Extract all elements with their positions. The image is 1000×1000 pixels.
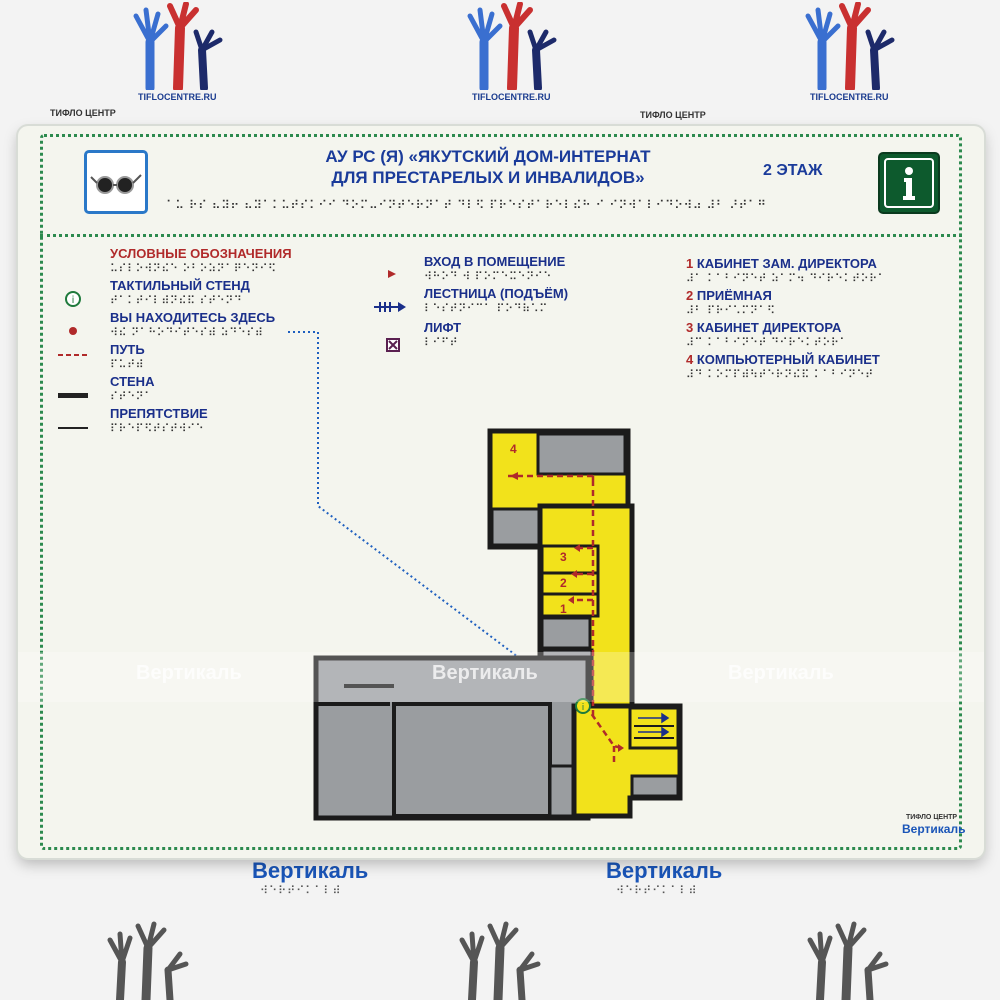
legend-label: ВЫ НАХОДИТЕСЬ ЗДЕСЬ [110, 310, 276, 325]
brand-word: Вертикаль [606, 858, 723, 883]
room-block [536, 432, 627, 476]
info-icon [878, 152, 940, 214]
legend-braille: ⠎⠞⠑⠝⠁ [110, 390, 153, 403]
dashed-path-icon [58, 354, 88, 356]
title-braille: ⠁⠥ ⠗⠎ ⠦⠽⠖ ⠦⠽⠁⠅⠥⠞⠎⠅⠊⠊ ⠙⠕⠍⠤⠊⠝⠞⠑⠗⠝⠁⠞ ⠙⠇⠫ ⠏⠗… [166, 198, 767, 212]
room-name: КАБИНЕТ ЗАМ. ДИРЕКТОРА [696, 256, 877, 271]
room-braille: ⠼⠙ ⠅⠕⠍⠏⠾⠳⠞⠑⠗⠝⠮⠯ ⠅⠁⠃⠊⠝⠑⠞ [686, 368, 874, 381]
legend-braille: ⠏⠗⠑⠏⠫⠞⠎⠞⠺⠊⠑ [110, 422, 205, 435]
entrance-arrow-icon [388, 270, 396, 278]
hands-logo [133, 2, 223, 90]
obstacle-line-icon [58, 427, 88, 429]
room-name: КАБИНЕТ ДИРЕКТОРА [696, 320, 842, 335]
legend-label: ПРЕПЯТСТВИЕ [110, 406, 208, 421]
footer-brand: Вертикаль [902, 822, 966, 836]
map-room-number: 4 [510, 442, 517, 456]
legend-label: ЛИФТ [424, 320, 462, 335]
legend-title-braille: ⠥⠎⠇⠕⠺⠝⠮⠑ ⠕⠃⠕⠵⠝⠁⠟⠑⠝⠊⠫ [110, 262, 277, 275]
room-number: 1 [686, 256, 694, 271]
legend-braille: ⠺⠮ ⠝⠁⠓⠕⠙⠊⠞⠑⠎⠾ ⠵⠙⠑⠎⠾ [110, 326, 264, 339]
room-braille: ⠼⠃ ⠏⠗⠊⠡⠍⠝⠁⠫ [686, 304, 776, 317]
brand-url: TIFLOCENTRE.RU [138, 92, 217, 102]
you-are-here-marker [575, 698, 591, 714]
brand-url: TIFLOCENTRE.RU [810, 92, 889, 102]
stairs-arrow-icon [374, 302, 406, 312]
brand-word: Вертикаль [252, 858, 369, 883]
wall-icon [58, 393, 88, 398]
hands-logo [807, 921, 889, 1000]
locator-line [288, 331, 584, 707]
hands-logo [107, 921, 189, 1000]
legend-label: СТЕНА [110, 374, 155, 389]
legend-braille: ⠏⠥⠞⠾ [110, 358, 145, 371]
brand-small: ТИФЛО ЦЕНТР [640, 110, 706, 120]
room-name: КОМПЬЮТЕРНЫЙ КАБИНЕТ [696, 352, 880, 367]
room-label: 3 КАБИНЕТ ДИРЕКТОРА [686, 320, 841, 335]
legend-braille: ⠇⠊⠋⠞ [424, 336, 459, 349]
room-block [630, 774, 680, 798]
sign-title: АУ РС (Я) «ЯКУТСКИЙ ДОМ-ИНТЕРНАТ ДЛЯ ПРЕ… [258, 146, 718, 188]
background-braille: ⠺⠑⠗⠞⠊⠅⠁⠇⠾ [616, 884, 698, 897]
legend-label: ТАКТИЛЬНЫЙ СТЕНД [110, 278, 250, 293]
room-braille: ⠼⠉ ⠅⠁⠃⠊⠝⠑⠞ ⠙⠊⠗⠑⠅⠞⠕⠗⠁ [686, 336, 849, 349]
hands-logo [459, 921, 541, 1000]
legend-label: ПУТЬ [110, 342, 145, 357]
svg-text:i: i [72, 295, 75, 306]
map-room-number: 3 [560, 550, 567, 564]
room-label: 1 КАБИНЕТ ЗАМ. ДИРЕКТОРА [686, 256, 877, 271]
floor-plan: i [288, 331, 683, 821]
room-block [548, 764, 576, 818]
legend-label: ВХОД В ПОМЕЩЕНИЕ [424, 254, 566, 269]
room-braille: ⠼⠁ ⠅⠁⠃⠊⠝⠑⠞ ⠵⠁⠍⠲ ⠙⠊⠗⠑⠅⠞⠕⠗⠁ [686, 272, 887, 285]
watermark-band [18, 652, 984, 702]
hands-logo [805, 2, 895, 90]
watermark: Вертикаль [728, 662, 834, 684]
room-block [392, 702, 552, 818]
room-number: 4 [686, 352, 694, 367]
title-line-2: ДЛЯ ПРЕСТАРЕЛЫХ И ИНВАЛИДОВ» [331, 168, 645, 187]
room-block [540, 616, 592, 650]
room-block [540, 544, 600, 618]
map-room-number: 1 [560, 602, 567, 616]
stairs-block [628, 706, 680, 750]
tactile-sign-plate: АУ РС (Я) «ЯКУТСКИЙ ДОМ-ИНТЕРНАТ ДЛЯ ПРЕ… [18, 126, 984, 858]
glasses-icon [84, 150, 148, 214]
floor-label: 2 ЭТАЖ [763, 162, 823, 179]
legend-title: УСЛОВНЫЕ ОБОЗНАЧЕНИЯ [110, 246, 292, 261]
map-room-number: 2 [560, 576, 567, 590]
title-line-1: АУ РС (Я) «ЯКУТСКИЙ ДОМ-ИНТЕРНАТ [325, 147, 651, 166]
brand-small: ТИФЛО ЦЕНТР [50, 108, 116, 118]
svg-text:i: i [582, 703, 585, 713]
background-braille: ⠺⠑⠗⠞⠊⠅⠁⠇⠾ [260, 884, 342, 897]
legend-braille: ⠇⠑⠎⠞⠝⠊⠉⠁ ⠏⠕⠙⠷⠡⠍ [424, 302, 548, 315]
dotted-border [40, 134, 962, 850]
route-path [508, 474, 623, 764]
header-divider [40, 234, 962, 237]
watermark: Вертикаль [432, 662, 538, 684]
room-name: ПРИЁМНАЯ [696, 288, 772, 303]
watermark: Вертикаль [136, 662, 242, 684]
footer-brand-small: ТИФЛО ЦЕНТР [906, 814, 958, 821]
room-label: 4 КОМПЬЮТЕРНЫЙ КАБИНЕТ [686, 352, 880, 367]
room-number: 2 [686, 288, 694, 303]
red-dot-icon [69, 327, 77, 335]
info-circle-icon: i [65, 291, 81, 307]
elevator-icon [386, 338, 400, 352]
legend-label: ЛЕСТНИЦА (ПОДЪЁМ) [424, 286, 569, 301]
legend-braille: ⠺⠓⠕⠙ ⠺ ⠏⠕⠍⠑⠭⠑⠝⠊⠑ [424, 270, 552, 283]
brand-url: TIFLOCENTRE.RU [472, 92, 551, 102]
room-label: 2 ПРИЁМНАЯ [686, 288, 772, 303]
hands-logo [467, 2, 557, 90]
room-number: 3 [686, 320, 694, 335]
legend-braille: ⠞⠁⠅⠞⠊⠇⠾⠝⠮⠯ ⠎⠞⠑⠝⠙ [110, 294, 243, 307]
